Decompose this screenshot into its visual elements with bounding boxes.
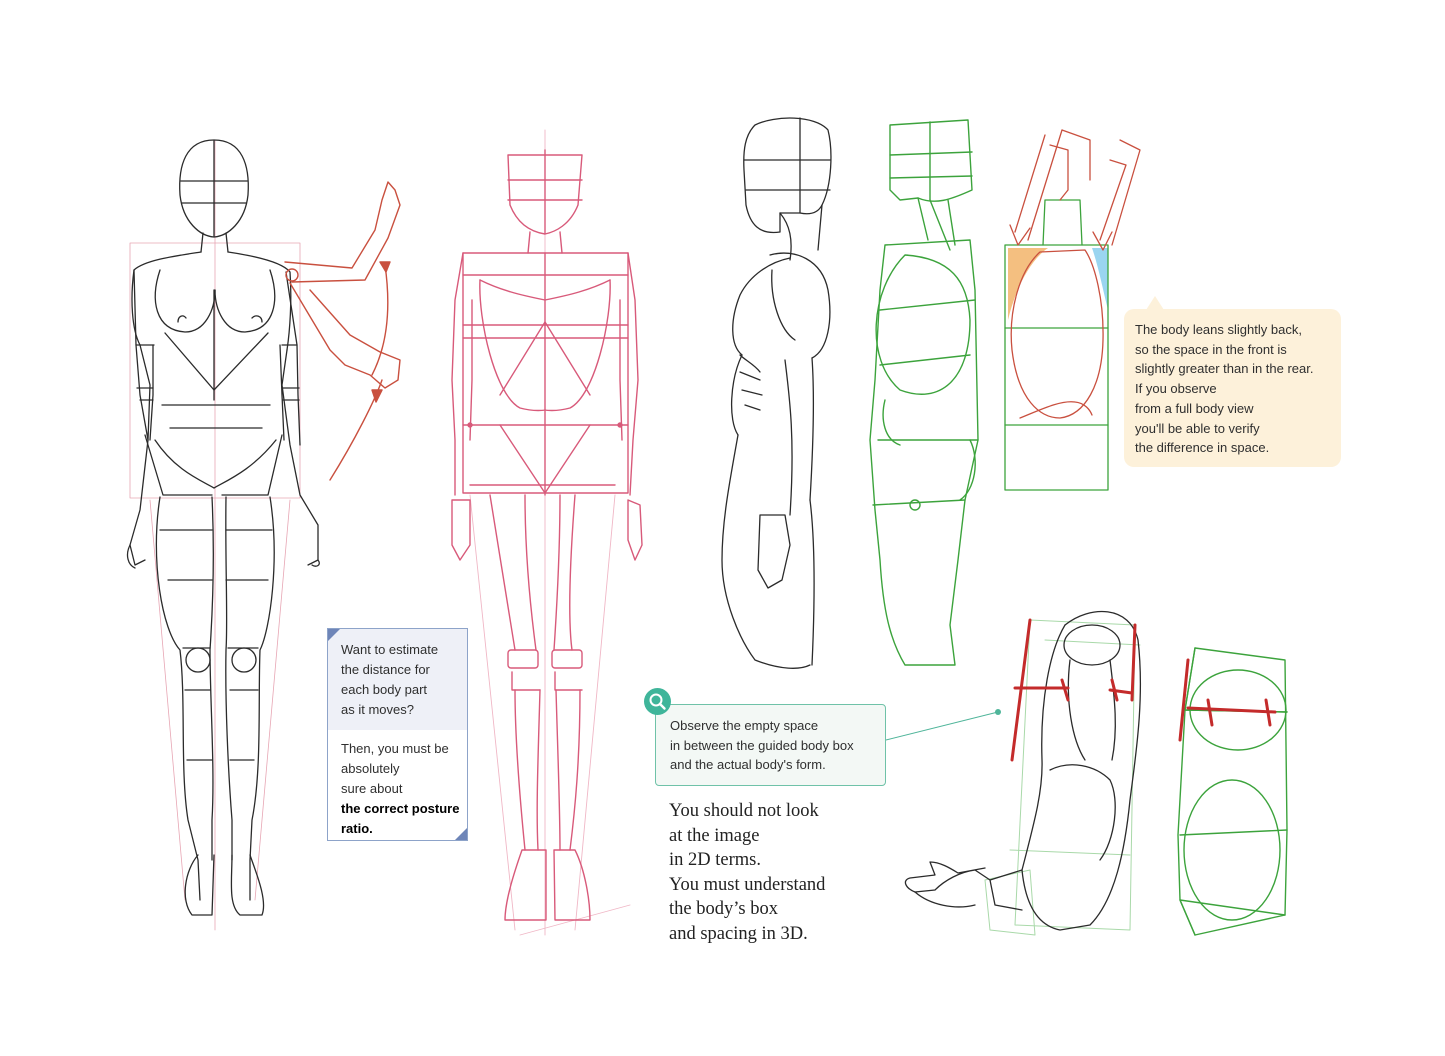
note-corner-fold: [455, 828, 467, 840]
speech-bubble-tail: [1146, 296, 1164, 310]
note-line: The body leans slightly back,: [1135, 322, 1302, 337]
note-line-bold: the correct posture: [341, 801, 460, 816]
estimate-distance-note: Want to estimate the distance for each b…: [327, 628, 468, 841]
note-line: from a full body view: [1135, 400, 1254, 416]
paragraph-line: You should not look: [669, 801, 819, 821]
paragraph-line: You must understand: [669, 874, 826, 895]
side-torso-outline: [721, 117, 832, 669]
note-corner-fold: [328, 629, 340, 641]
estimate-answer: Then, you must be absolutely sure about …: [328, 730, 467, 839]
paragraph-line: and spacing in 3D.: [669, 923, 808, 944]
note-line: absolutely: [341, 761, 400, 776]
body-lean-note: The body leans slightly back, so the spa…: [1124, 309, 1341, 467]
note-line: If you observe: [1135, 381, 1217, 397]
estimate-question: Want to estimate the distance for each b…: [328, 629, 467, 730]
observe-space-note: Observe the empty space in between the g…: [655, 704, 886, 786]
arm-drawing: [904, 610, 1142, 936]
box-cross-section: [1177, 647, 1288, 936]
note-line: slightly greater than in the rear.: [1135, 361, 1314, 377]
note-line: so the space in the front is: [1135, 341, 1287, 357]
note-line: as it moves?: [341, 702, 414, 717]
note-line-bold: ratio.: [341, 821, 373, 836]
note-line: the difference in space.: [1135, 440, 1270, 456]
note-line: the distance for: [341, 662, 430, 677]
paragraph-line: in 2D terms.: [669, 850, 761, 870]
note-line: in between the guided body box: [670, 737, 854, 753]
note-line: each body part: [341, 682, 428, 697]
magnifier-icon: [644, 688, 671, 715]
note-line: Want to estimate: [341, 642, 439, 657]
paragraph-line: at the image: [669, 825, 760, 846]
lean-box-diagram: [1004, 129, 1141, 491]
body-3d-paragraph: You should not look at the image in 2D t…: [669, 799, 825, 946]
note-line: Observe the empty space: [670, 718, 819, 733]
note-line: sure about: [341, 781, 403, 796]
side-torso-guides: [869, 119, 979, 666]
note-line: and the actual body's form.: [670, 757, 826, 772]
front-figure-guides: [451, 129, 643, 936]
front-figure-outline: [126, 139, 320, 931]
note-line: you'll be able to verify: [1135, 420, 1260, 436]
note-line: Then, you must be: [341, 741, 449, 756]
observe-connector: [885, 709, 1001, 741]
paragraph-line: the body’s box: [669, 899, 778, 919]
moving-arm-guides: [284, 181, 401, 481]
